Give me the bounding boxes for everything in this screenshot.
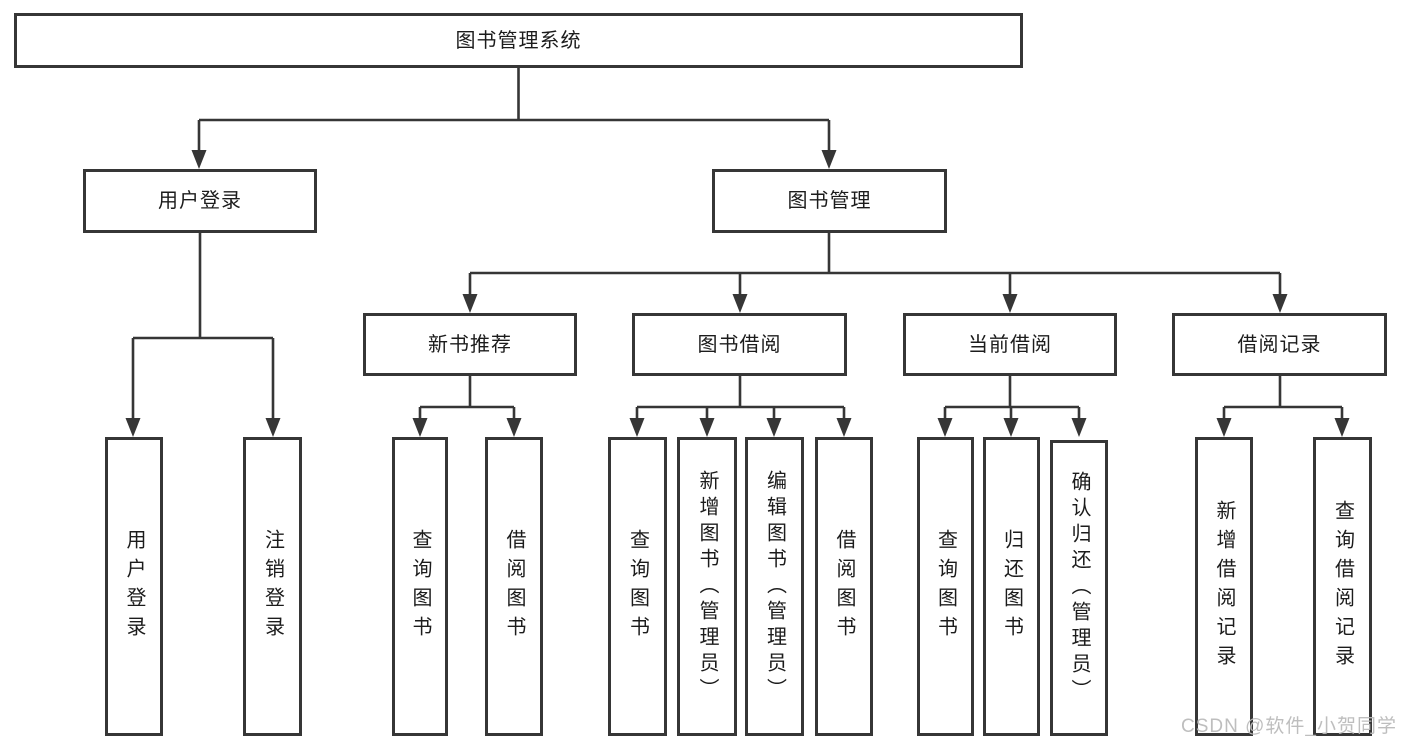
node-borrow-record: 借阅记录 — [1172, 313, 1387, 376]
watermark: CSDN @软件_小贺同学 — [1181, 716, 1397, 737]
arrowhead-icon — [1071, 418, 1087, 437]
arrowhead-icon — [1334, 418, 1350, 437]
node-cb-return-book: 归还图书 — [983, 437, 1040, 736]
node-bb-edit-book: 编辑图书（管理员） — [745, 437, 804, 736]
node-bb-borrow-book: 借阅图书 — [815, 437, 873, 736]
node-current-borrow: 当前借阅 — [903, 313, 1117, 376]
tree-edges — [131, 68, 1344, 420]
arrowhead-icon — [629, 418, 645, 437]
node-cb-query-book: 查询图书 — [917, 437, 974, 736]
arrowheads — [125, 150, 1350, 437]
arrowhead-icon — [836, 418, 852, 437]
node-root: 图书管理系统 — [14, 13, 1023, 68]
node-login: 用户登录 — [105, 437, 163, 736]
node-br-query-record: 查询借阅记录 — [1313, 437, 1372, 736]
node-nb-query-book: 查询图书 — [392, 437, 448, 736]
arrowhead-icon — [462, 294, 478, 313]
node-br-add-record: 新增借阅记录 — [1195, 437, 1253, 736]
arrowhead-icon — [937, 418, 953, 437]
arrowhead-icon — [699, 418, 715, 437]
node-new-book-recommend: 新书推荐 — [363, 313, 577, 376]
arrowhead-icon — [766, 418, 782, 437]
node-book-borrow: 图书借阅 — [632, 313, 847, 376]
arrowhead-icon — [125, 418, 141, 437]
arrowhead-icon — [506, 418, 522, 437]
node-cb-confirm-return: 确认归还（管理员） — [1050, 440, 1108, 736]
node-book-management: 图书管理 — [712, 169, 947, 233]
arrowhead-icon — [412, 418, 428, 437]
arrowhead-icon — [1272, 294, 1288, 313]
node-nb-borrow-book: 借阅图书 — [485, 437, 543, 736]
arrowhead-icon — [1216, 418, 1232, 437]
node-user-login: 用户登录 — [83, 169, 317, 233]
arrowhead-icon — [1003, 418, 1019, 437]
node-bb-add-book: 新增图书（管理员） — [677, 437, 737, 736]
node-bb-query-book: 查询图书 — [608, 437, 667, 736]
arrowhead-icon — [1002, 294, 1018, 313]
arrowhead-icon — [265, 418, 281, 437]
arrowhead-icon — [191, 150, 207, 169]
arrowhead-icon — [732, 294, 748, 313]
arrowhead-icon — [821, 150, 837, 169]
node-logout: 注销登录 — [243, 437, 302, 736]
